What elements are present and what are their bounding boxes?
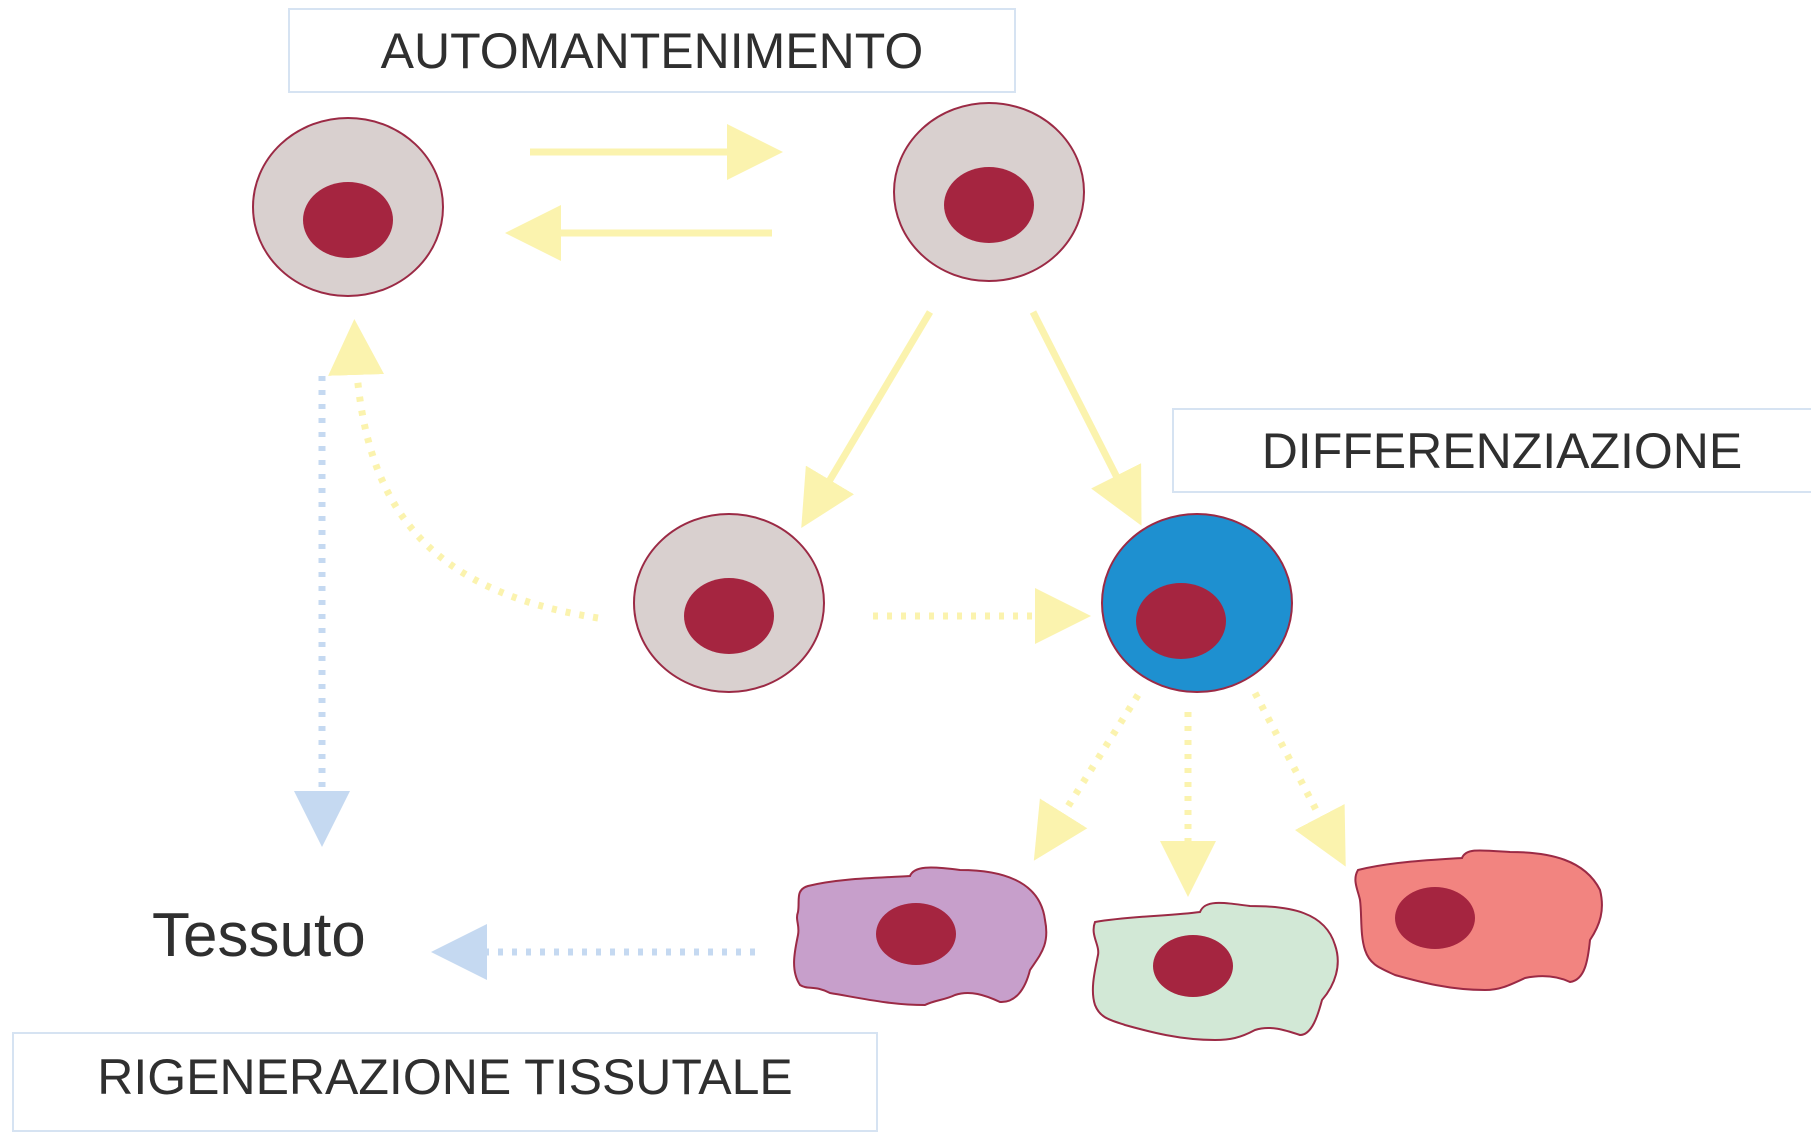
arrow-division-right (1029, 310, 1142, 526)
differentiated-cell-green (1091, 901, 1339, 1042)
label-tessuto: Tessuto (152, 901, 366, 970)
label-rigenerazione: RIGENERAZIONE TISSUTALE (12, 1032, 878, 1132)
differentiated-cell-red (1354, 849, 1603, 992)
label-differenziazione: DIFFERENZIAZIONE (1172, 408, 1811, 493)
arrow-division-left (801, 310, 934, 529)
stem-cell-top-left (252, 117, 444, 297)
differentiated-cell-purple (793, 866, 1048, 1007)
arrow-return-dotted (328, 319, 599, 622)
label-differenziazione-text: DIFFERENZIAZIONE (1261, 422, 1743, 479)
arrow-diff-right-dotted (1251, 691, 1346, 867)
label-automantenimento: AUTOMANTENIMENTO (288, 8, 1016, 93)
stem-cell-middle (633, 513, 825, 693)
progenitor-cell (1101, 513, 1293, 693)
label-rigenerazione-text: RIGENERAZIONE TISSUTALE (97, 1049, 793, 1105)
arrow-diff-left-dotted (1033, 693, 1141, 861)
stem-cell-top-right (893, 102, 1085, 282)
label-automantenimento-text: AUTOMANTENIMENTO (380, 22, 924, 79)
